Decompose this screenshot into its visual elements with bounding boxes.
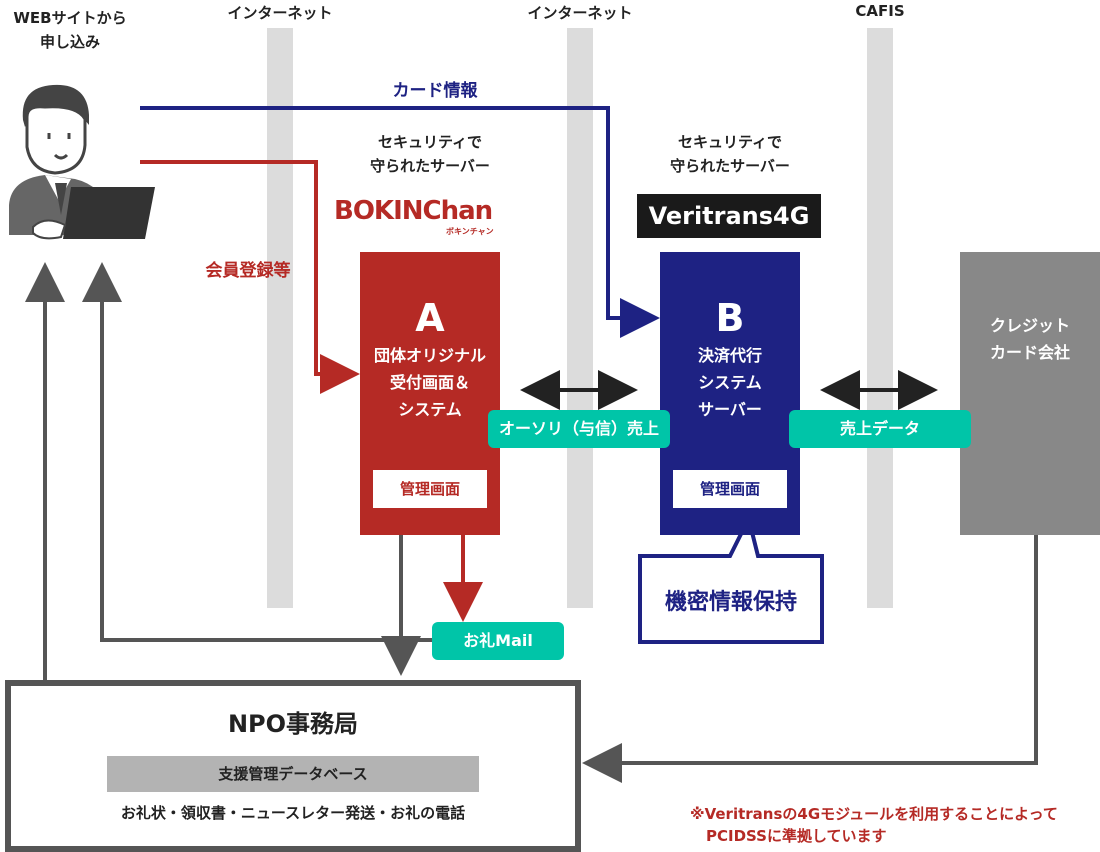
user-pc-icon [9,84,155,240]
veritrans-logo: Veritrans4G [637,194,821,238]
cafis-label: CAFIS [855,2,905,20]
npo-office-box: NPO事務局 支援管理データベース お礼状・領収書・ニュースレター発送・お礼の電… [5,680,581,852]
npo-title: NPO事務局 [227,710,359,738]
server-a-desc: 団体オリジナル受付画面＆システム [373,346,486,419]
confidential-callout: 機密情報保持 [664,590,797,615]
server-a-admin-button[interactable]: 管理画面 [373,470,487,508]
server-b-letter: B [715,296,745,340]
credit-company-box: クレジットカード会社 [960,252,1100,535]
server-b-box: B 決済代行システムサーバー 管理画面 [660,252,800,535]
member-reg-label: 会員登録等 [205,261,291,281]
server-b-caption: セキュリティで守られたサーバー [670,133,790,175]
card-info-line [140,106,660,338]
internet-band-1 [267,28,293,608]
mail-to-user-line [82,262,432,642]
cafis-band [867,28,893,608]
server-a-box: A 団体オリジナル受付画面＆システム 管理画面 [360,252,500,535]
support-db-label: 支援管理データベース [107,756,479,792]
internet-label-1: インターネット [227,4,333,22]
npo-services-label: お礼状・領収書・ニュースレター発送・お礼の電話 [120,804,466,822]
member-reg-line [140,160,360,394]
callout-shape [638,531,824,644]
authorization-label: オーソリ（与信）売上 [488,410,670,448]
credit-company-label: クレジットカード会社 [989,316,1070,362]
server-b-desc: 決済代行システムサーバー [697,346,762,419]
internet-band-2 [567,28,593,608]
credit-to-npo-line [582,535,1038,783]
server-b-admin-button[interactable]: 管理画面 [673,470,787,508]
website-label: WEBサイトから申し込み [13,9,127,51]
server-a-caption: セキュリティで守られたサーバー [370,133,490,175]
server-a-letter: A [415,296,445,340]
thanks-mail-label: お礼Mail [432,622,564,660]
bokinchan-logo: BOKINChan ボキンチャン [334,196,494,236]
card-info-label: カード情報 [392,81,478,101]
internet-label-2: インターネット [527,4,633,22]
sales-data-label: 売上データ [789,410,971,448]
